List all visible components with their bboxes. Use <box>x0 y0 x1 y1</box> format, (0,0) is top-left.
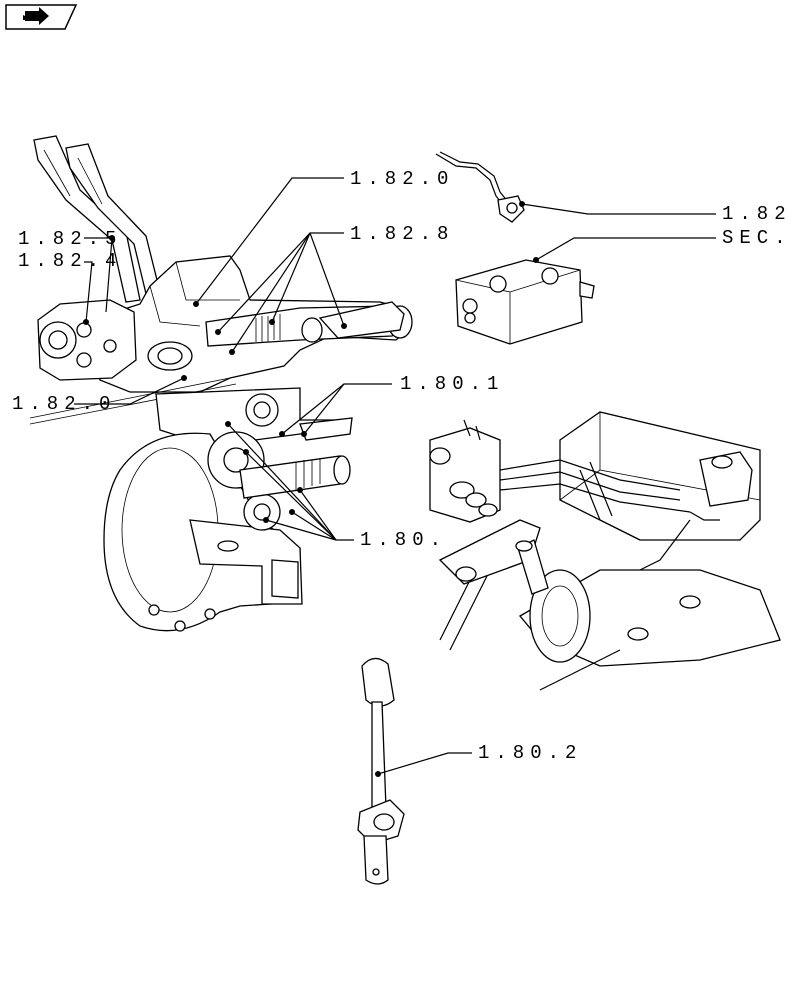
pedal-right <box>65 143 163 303</box>
callout-1-82[interactable]: 1.82 <box>722 203 792 225</box>
callout-1-82-0[interactable]: 1.82.0 <box>350 168 455 190</box>
lever-foot <box>363 835 389 885</box>
callout-1-80-1[interactable]: 1.80.1 <box>400 373 505 395</box>
next-page-button[interactable] <box>5 4 77 30</box>
lever-rod <box>371 701 387 811</box>
pto-gearbox <box>103 387 353 632</box>
leader-lines <box>74 177 716 777</box>
callout-1-82-bottom[interactable]: 1.82.0 <box>12 393 117 415</box>
tractor-rear-assembly <box>429 411 781 691</box>
pedal-left <box>33 135 141 303</box>
control-lever <box>357 657 405 885</box>
callout-1-80[interactable]: 1.80. <box>360 529 448 551</box>
callout-1-82-4[interactable]: 1.82.4 <box>18 250 123 272</box>
hydraulic-pump <box>37 299 137 381</box>
lift-arm <box>318 301 405 339</box>
hydraulic-pipe <box>435 153 505 207</box>
callout-1-82-5[interactable]: 1.82.5 <box>18 228 123 250</box>
arrow-right-icon <box>5 4 77 30</box>
tank-body <box>559 411 761 541</box>
callout-1-80-2[interactable]: 1.80.2 <box>478 742 583 764</box>
callout-1-82-8[interactable]: 1.82.8 <box>350 223 455 245</box>
top-right-parts <box>435 151 595 345</box>
lever-knob <box>361 657 395 707</box>
callout-sec[interactable]: SEC. <box>722 227 792 249</box>
left-assembly <box>29 135 413 425</box>
